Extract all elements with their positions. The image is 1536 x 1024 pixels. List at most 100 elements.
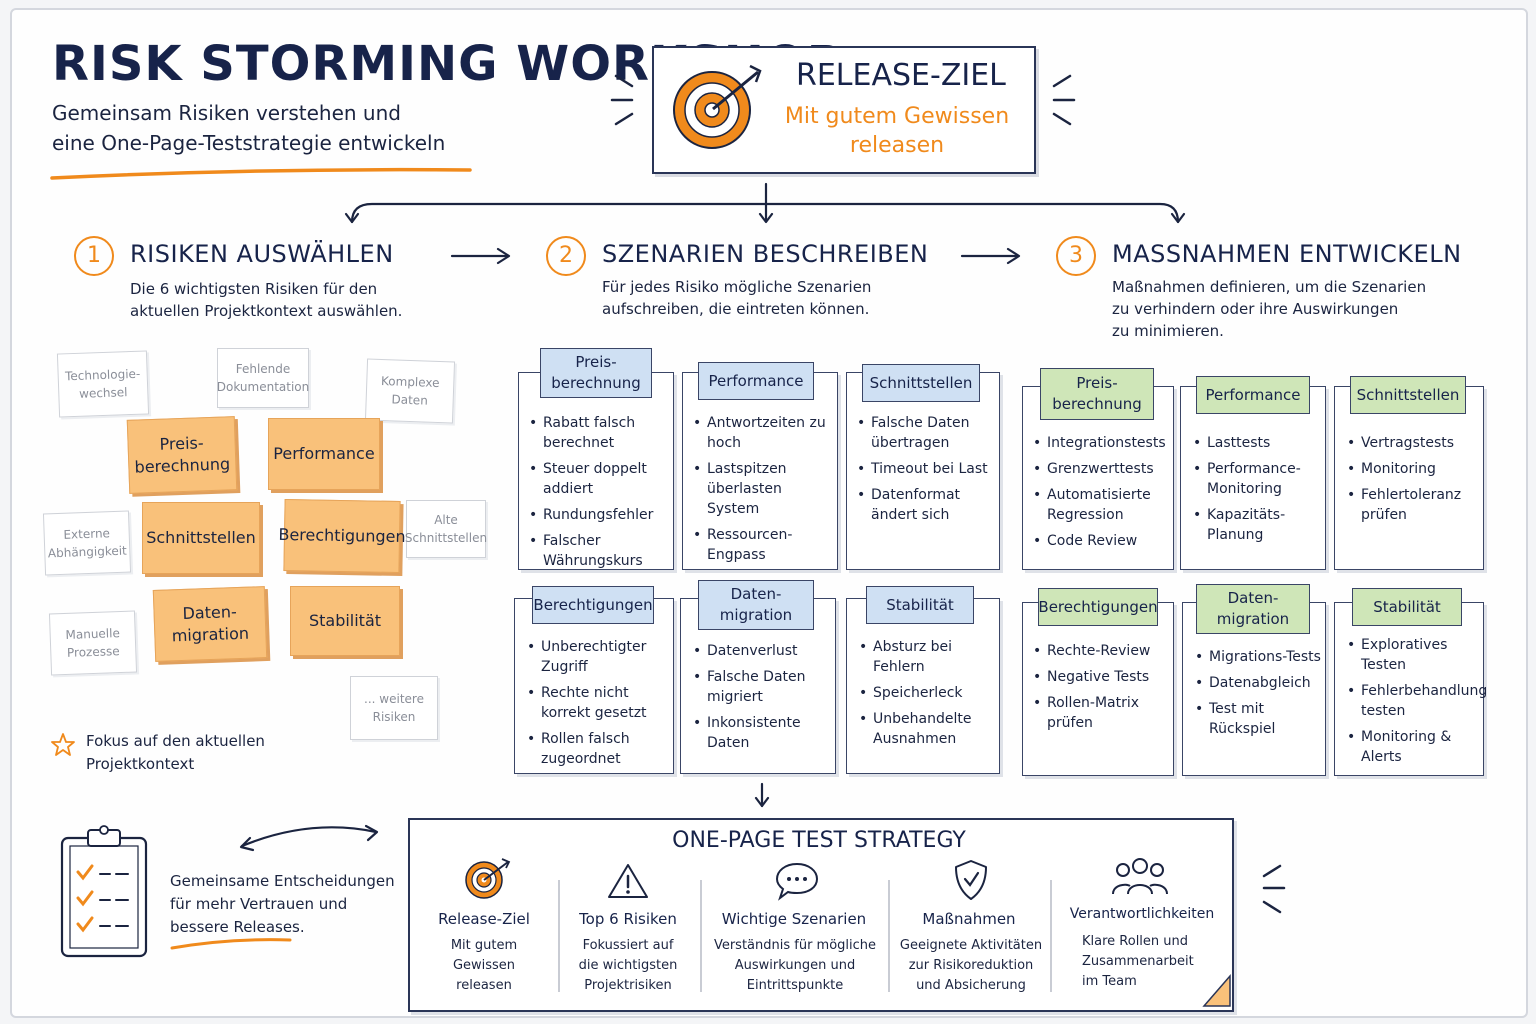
measure-tab-label: Daten-migration — [1196, 584, 1310, 634]
measure-item: Rechte-Review — [1031, 641, 1167, 661]
note-text: Daten- — [182, 602, 237, 623]
subtitle-line: eine One-Page-Teststrategie entwickeln — [52, 131, 446, 155]
checklist-line: bessere Releases. — [170, 918, 305, 936]
scenario-item: Falsche Daten übertragen — [855, 413, 991, 453]
step-title-3: MASSNAHMEN ENTWICKELN — [1112, 240, 1462, 268]
one-page-test-strategy — [408, 818, 1234, 1012]
measure-item: Kapazitäts-Planung — [1191, 505, 1319, 545]
tab-text: berechnung — [551, 374, 641, 392]
scenario-item: Antwortzeiten zu hoch — [691, 413, 829, 453]
sticky-note-grey[interactable]: Technologie-wechsel — [56, 350, 150, 418]
sticky-note-selected-risk[interactable]: Daten-migration — [152, 586, 268, 662]
measure-item: Vertragstests — [1345, 433, 1477, 453]
strategy-column-desc: Klare Rollen und Zusammenarbeit im Team — [1082, 932, 1202, 992]
tab-text: Performance — [1205, 385, 1301, 404]
scenario-item: Rundungsfehler — [527, 505, 665, 525]
clipboard-icon — [60, 825, 148, 958]
desc-line: Klare Rollen und — [1082, 934, 1189, 949]
scenario-card-stabilitaet[interactable]: Absturz bei Fehlern Speicherleck Unbehan… — [846, 598, 1000, 774]
note-text: Technologie- — [64, 366, 141, 384]
scenario-item: Timeout bei Last — [855, 459, 991, 479]
measure-item: Rollen-Matrix prüfen — [1031, 693, 1167, 733]
team-icon — [1112, 858, 1168, 895]
measure-tab-label: Berechtigungen — [1038, 588, 1158, 626]
step-desc-line: zu minimieren. — [1112, 322, 1224, 340]
note-text: Daten — [391, 392, 429, 408]
step-desc-line: aufschreiben, die eintreten können. — [602, 300, 870, 318]
sticky-note-selected-risk[interactable]: Preis-berechnung — [126, 416, 238, 494]
note-text: Fehlende — [235, 362, 291, 376]
strategy-column-title: Top 6 Risiken — [579, 910, 677, 928]
tab-text: Preis- — [575, 353, 617, 371]
step-title-1: RISIKEN AUSWÄHLEN — [130, 240, 394, 268]
step-desc-line: Die 6 wichtigsten Risiken für den — [130, 280, 378, 298]
scenario-card-schnittstellen[interactable]: Falsche Daten übertragen Timeout bei Las… — [846, 372, 1000, 570]
checklist-line: Gemeinsame Entscheidungen — [170, 872, 395, 890]
step-number-3: 3 — [1056, 236, 1096, 276]
note-text: migration — [171, 623, 250, 646]
tab-text: migration — [719, 606, 793, 624]
note-text: Schnittstellen — [146, 528, 256, 547]
sticky-note-selected-risk[interactable]: Stabilität — [290, 586, 400, 656]
note-text: Alte — [434, 513, 458, 527]
scenario-item: Lastspitzen überlasten System — [691, 459, 829, 519]
subtitle-line: Gemeinsam Risiken verstehen und — [52, 101, 401, 125]
measure-item: Lasttests — [1191, 433, 1319, 453]
sticky-note-selected-risk[interactable]: Schnittstellen — [142, 502, 260, 574]
goal-sub-line: releasen — [849, 133, 945, 158]
warning-icon — [608, 864, 648, 898]
tab-text: Daten- — [730, 585, 782, 603]
measure-item: Grenzwerttests — [1031, 459, 1167, 479]
step-desc-line: Für jedes Risiko mögliche Szenarien — [602, 278, 872, 296]
measure-item: Fehlerbehandlung testen — [1345, 681, 1487, 721]
note-text: Berechtigungen — [278, 524, 406, 547]
desc-line: Mit gutem — [450, 938, 518, 953]
scenario-item: Absturz bei Fehlern — [857, 637, 991, 677]
note-text: berechnung — [134, 454, 231, 477]
measure-card-schnittstellen[interactable]: Vertragstests Monitoring Fehlertoleranz … — [1334, 386, 1484, 570]
page-curl — [1202, 973, 1231, 1007]
strategy-column-title: Release-Ziel — [438, 910, 530, 928]
step-desc-2: Für jedes Risiko mögliche Szenarien aufs… — [602, 276, 871, 320]
scenario-item: Falsche Daten migriert — [691, 667, 827, 707]
scenario-card-berechtigungen[interactable]: Unberechtigter Zugriff Rechte nicht korr… — [514, 598, 674, 774]
scenario-item: Rabatt falsch berechnet — [527, 413, 665, 453]
note-text: Abhängigkeit — [47, 543, 127, 561]
sticky-note-selected-risk[interactable]: Berechtigungen — [278, 498, 406, 574]
note-text: wechsel — [78, 385, 128, 401]
note-text: ... weitere — [364, 692, 424, 706]
measure-card-berechtigungen[interactable]: Rechte-Review Negative Tests Rollen-Matr… — [1022, 602, 1174, 776]
column-divider — [558, 880, 560, 992]
measure-card-stabilitaet[interactable]: Exploratives Testen Fehlerbehandlung tes… — [1334, 602, 1487, 776]
step-desc-line: aktuellen Projektkontext auswählen. — [130, 302, 403, 320]
focus-line: Projektkontext — [86, 755, 195, 773]
release-goal-subtitle: Mit gutem Gewissen releasen — [768, 102, 1026, 160]
measure-item: Exploratives Testen — [1345, 635, 1477, 675]
measure-item: Automatisierte Regression — [1031, 485, 1167, 525]
measure-card-performance[interactable]: Lasttests Performance-Monitoring Kapazit… — [1180, 386, 1326, 570]
step-title-2: SZENARIEN BESCHREIBEN — [602, 240, 929, 268]
scenario-card-preisberechnung[interactable]: Rabatt falsch berechnet Steuer doppelt a… — [518, 372, 674, 570]
scenario-item: Inkonsistente Daten — [691, 713, 827, 753]
scenario-tab-label: Performance — [698, 362, 814, 400]
focus-note: Fokus auf den aktuellen Projektkontext — [86, 730, 265, 776]
measure-tab-label: Stabilität — [1352, 588, 1462, 626]
desc-line: und Absicherung — [916, 978, 1026, 993]
tab-text: Preis- — [1076, 374, 1118, 392]
sticky-note-selected-risk[interactable]: Performance — [268, 418, 380, 490]
step-desc-line: Maßnahmen definieren, um die Szenarien — [1112, 278, 1427, 296]
scenario-item: Unberechtigter Zugriff — [525, 637, 665, 677]
desc-line: Fokussiert auf — [582, 938, 674, 953]
scenario-card-performance[interactable]: Antwortzeiten zu hoch Lastspitzen überla… — [682, 372, 838, 570]
shield-icon — [955, 860, 987, 900]
desc-line: Gewissen — [452, 958, 516, 973]
step-number-2: 2 — [546, 236, 586, 276]
strategy-column-title: Wichtige Szenarien — [721, 910, 867, 928]
star-icon — [51, 733, 75, 756]
